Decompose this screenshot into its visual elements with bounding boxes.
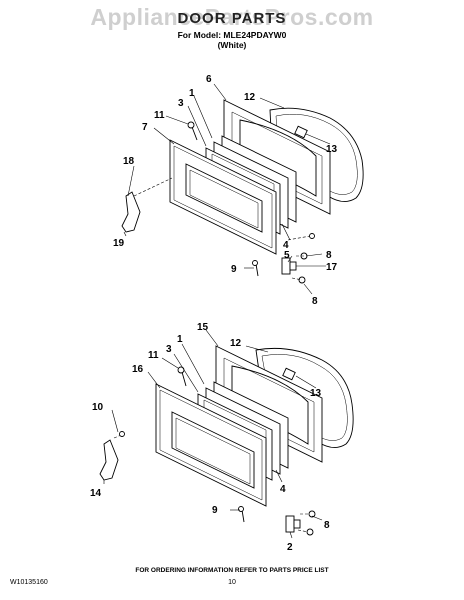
bottom-callout-13: 13	[310, 388, 322, 399]
document-number: W10135160	[10, 579, 48, 586]
bottom-callout-12: 12	[230, 338, 242, 349]
top-callout-12: 12	[244, 92, 256, 103]
bottom-callout-1: 1	[177, 334, 183, 345]
watermark: AppliancePartsPros.com	[90, 4, 374, 30]
top-callout-7: 7	[142, 122, 148, 133]
top-assembly: 6 1 3 11 7 12 13 18 19 4 5 8 17 9 8	[113, 74, 364, 307]
top-callout-6: 6	[206, 74, 212, 85]
color-line: (White)	[217, 40, 247, 50]
top-callout-5: 5	[284, 250, 290, 261]
page-title: DOOR PARTS	[177, 10, 287, 27]
bottom-callout-11: 11	[148, 350, 159, 361]
top-latch-bracket	[294, 125, 308, 139]
top-door-window	[185, 163, 263, 233]
bottom-latch-bracket	[282, 367, 296, 381]
top-door-handle	[121, 191, 141, 233]
model-line: For Model: MLE24PDAYW0	[177, 30, 287, 40]
top-hinge	[281, 252, 308, 284]
ordering-note: FOR ORDERING INFORMATION REFER TO PARTS …	[135, 567, 329, 574]
top-callout-17: 17	[326, 262, 338, 273]
top-callout-19: 19	[113, 238, 125, 249]
bottom-assembly: 15 1 3 11 16 12 13 10 14 4 9 8 2	[90, 322, 354, 553]
bottom-screw-11	[177, 366, 187, 387]
top-callout-11: 11	[154, 110, 165, 121]
model-info: For Model: MLE24PDAYW0 (White)	[0, 30, 464, 50]
bottom-screw-9	[238, 506, 245, 523]
bottom-callout-16: 16	[132, 364, 144, 375]
bottom-callout-10: 10	[92, 402, 104, 413]
bottom-callout-9: 9	[212, 505, 218, 516]
bottom-callout-14: 14	[90, 488, 102, 499]
top-callout-13: 13	[326, 144, 338, 155]
top-callout-3: 3	[178, 98, 184, 109]
top-callout-9: 9	[231, 264, 237, 275]
bottom-door-window	[171, 411, 255, 489]
top-screw-11	[187, 121, 198, 141]
bottom-hinge	[285, 510, 316, 536]
bottom-callout-2: 2	[287, 542, 293, 553]
top-screw-9	[252, 260, 259, 277]
top-callout-1: 1	[189, 88, 195, 99]
page-number: 10	[228, 579, 236, 586]
bottom-callout-4: 4	[280, 484, 286, 495]
bottom-door-handle	[99, 439, 119, 481]
top-callout-8a: 8	[326, 250, 332, 261]
top-callout-18: 18	[123, 156, 135, 167]
top-callout-4: 4	[283, 240, 289, 251]
bottom-callout-3: 3	[166, 344, 172, 355]
top-callout-8b: 8	[312, 296, 318, 307]
bottom-callout-15: 15	[197, 322, 209, 333]
bottom-callout-8: 8	[324, 520, 330, 531]
